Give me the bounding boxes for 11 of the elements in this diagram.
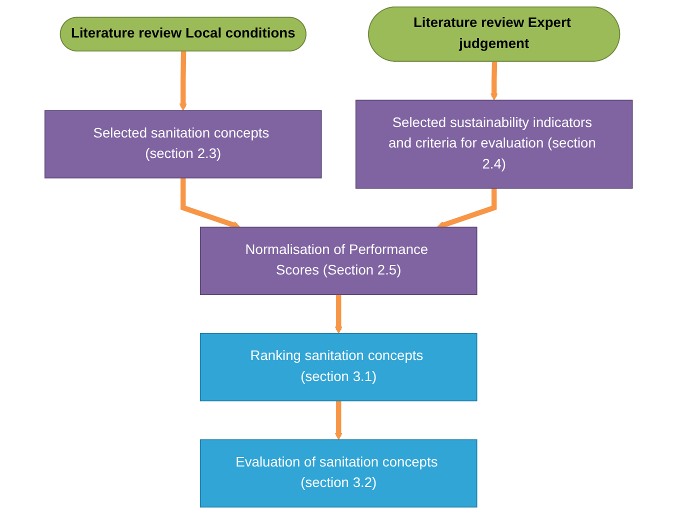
arrow [334, 400, 342, 440]
arrow [179, 51, 187, 111]
arrow [334, 294, 342, 334]
arrow [180, 178, 240, 229]
node-box: Selected sanitation concepts (section 2.3) [44, 110, 322, 178]
node-box: Selected sustainability indicators and criteria for evaluation (section 2.4) [355, 100, 633, 189]
node-box: Normalisation of Performance Scores (Section 2.5) [200, 226, 478, 295]
arrow [436, 188, 497, 229]
node-box: Ranking sanitation concepts (section 3.1) [200, 333, 478, 402]
arrow [490, 62, 498, 101]
node-box: Evaluation of sanitation concepts (section 3.2) [200, 439, 478, 508]
